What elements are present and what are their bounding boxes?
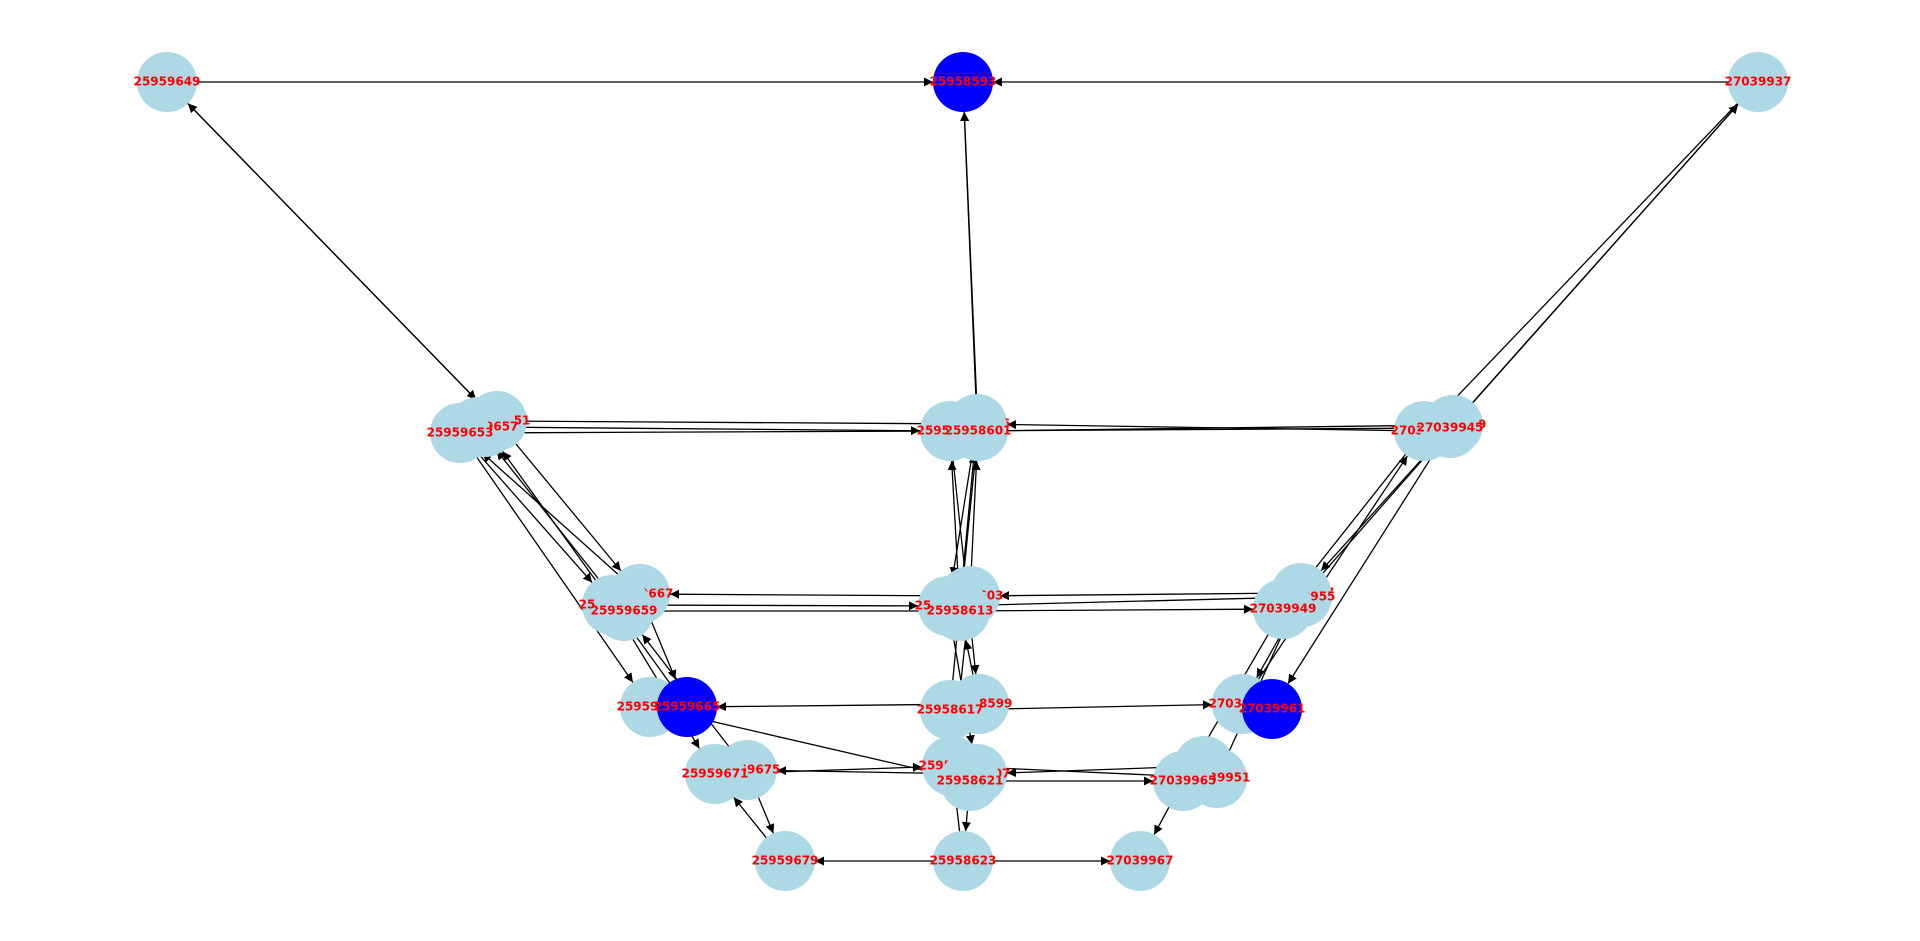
graph-node: 25959665 <box>654 677 721 737</box>
graph-node: 25958613 <box>927 581 994 641</box>
graph-node: 25958593 <box>930 52 997 112</box>
node-label: 25959665 <box>654 700 721 714</box>
node-label: 25958613 <box>927 604 994 618</box>
graph-node: 25958617 <box>917 680 984 740</box>
edge <box>1006 420 1407 432</box>
node-label: 27039965 <box>1150 774 1217 788</box>
nodes-layer: 2595964925958593270399372595965125959655… <box>134 52 1792 891</box>
node-circle <box>685 744 745 804</box>
node-circle <box>430 403 490 463</box>
edge <box>502 450 677 693</box>
edge <box>507 434 622 572</box>
node-label: 27039949 <box>1250 602 1317 616</box>
edge <box>970 460 981 579</box>
edge <box>959 448 977 582</box>
graph-node: 25959679 <box>752 831 819 891</box>
edge <box>502 426 921 436</box>
node-circle <box>1153 751 1213 811</box>
node-label: 27039967 <box>1107 854 1174 868</box>
node-circle <box>1253 579 1313 639</box>
edge <box>977 604 1254 614</box>
node-circle <box>930 581 990 641</box>
edge <box>1444 94 1747 410</box>
node-label: 25958623 <box>930 854 997 868</box>
graph-node: 25959671 <box>682 744 749 804</box>
node-circle <box>1728 52 1788 112</box>
graph-node: 25958621 <box>937 751 1004 811</box>
edge <box>967 423 1421 433</box>
edge <box>669 589 953 599</box>
edge <box>489 428 933 438</box>
edge <box>469 447 634 683</box>
node-circle <box>1420 398 1480 458</box>
edge <box>1251 455 1408 690</box>
node-label: 27039961 <box>1239 702 1306 716</box>
graph-node: 25958601 <box>945 401 1012 461</box>
edge <box>1461 103 1739 415</box>
node-circle <box>920 680 980 740</box>
node-label: 25959659 <box>591 604 658 618</box>
edge <box>629 601 919 611</box>
graph-node: 27039965 <box>1150 751 1217 811</box>
node-label: 25958621 <box>937 774 1004 788</box>
graph-node: 27039949 <box>1250 579 1317 639</box>
graph-node: 27039945 <box>1417 398 1484 458</box>
node-circle <box>933 831 993 891</box>
node-circle <box>594 581 654 641</box>
graph-node: 25958623 <box>930 831 997 891</box>
node-label: 25958593 <box>930 75 997 89</box>
node-label: 27039945 <box>1417 421 1484 435</box>
node-label: 27039937 <box>1725 75 1792 89</box>
node-circle <box>1110 831 1170 891</box>
edge <box>1320 440 1439 572</box>
edge <box>179 94 477 400</box>
graph-node: 25959659 <box>591 581 658 641</box>
node-circle <box>948 401 1008 461</box>
graph-node: 27039937 <box>1725 52 1792 112</box>
node-label: 25959653 <box>427 426 494 440</box>
edge <box>1287 442 1441 685</box>
graph-node: 27039967 <box>1107 831 1174 891</box>
edge <box>1301 444 1414 586</box>
edge <box>716 702 962 712</box>
node-label: 25959649 <box>134 75 201 89</box>
node-circle <box>940 751 1000 811</box>
node-label: 25958617 <box>917 703 984 717</box>
edge <box>967 700 1213 711</box>
node-circle <box>755 831 815 891</box>
highlighted-node-circle <box>657 677 717 737</box>
highlighted-node-circle <box>1242 679 1302 739</box>
node-label: 25959671 <box>682 767 749 781</box>
node-circle <box>137 52 197 112</box>
edge <box>481 452 628 583</box>
edge <box>999 591 1284 601</box>
edge <box>1313 447 1434 584</box>
edge <box>977 596 1285 610</box>
graph-node: 25959649 <box>134 52 201 112</box>
node-label: 25959679 <box>752 854 819 868</box>
highlighted-node-circle <box>933 52 993 112</box>
edge <box>960 111 978 414</box>
graph-node: 25959653 <box>427 403 494 463</box>
edge <box>471 446 593 583</box>
node-label: 25958601 <box>945 424 1012 438</box>
graph-node: 27039961 <box>1239 679 1306 739</box>
edge <box>514 419 948 429</box>
